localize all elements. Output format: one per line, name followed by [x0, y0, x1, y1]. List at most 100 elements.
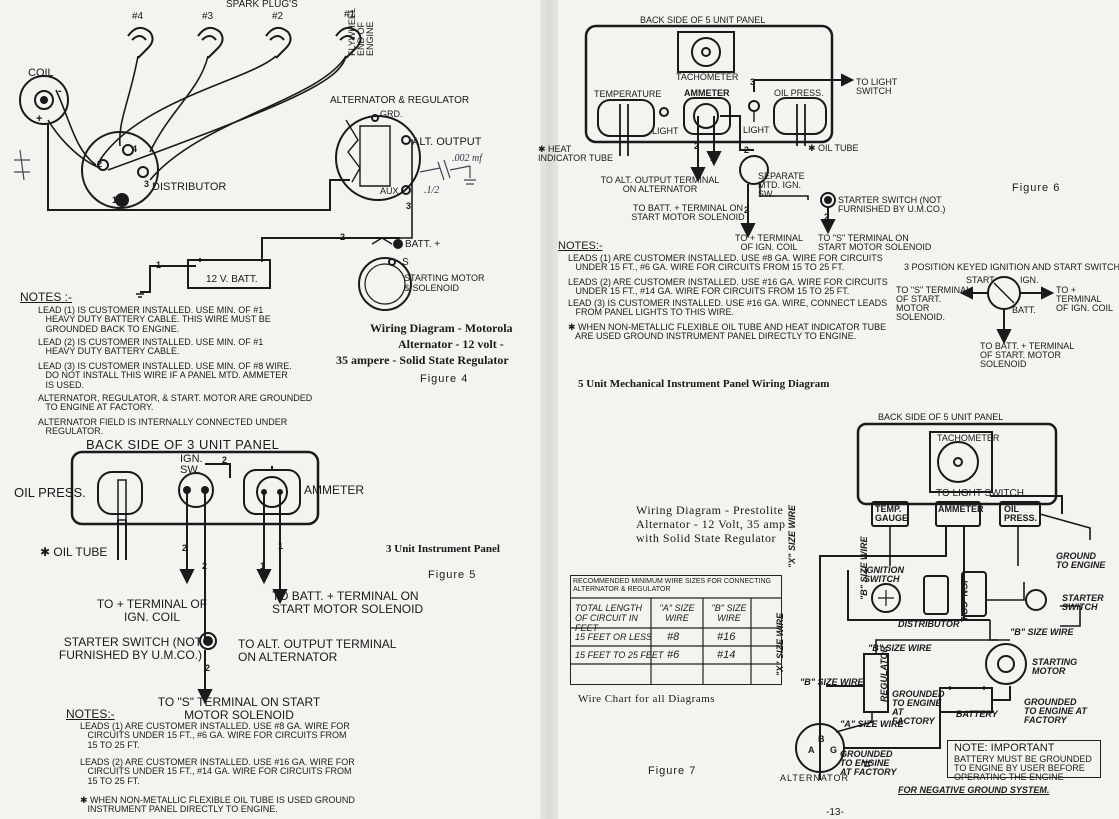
- important-note-box: NOTE: IMPORTANT BATTERY MUST BE GROUNDED…: [947, 740, 1101, 782]
- fig6-lead-2c: 2: [744, 205, 750, 215]
- fig7-to-light-switch: TO LIGHT SWITCH: [936, 488, 1024, 499]
- fig6-notes-heading: NOTES:-: [558, 240, 603, 252]
- fig5-to-batt: TO BATT. + TERMINAL ON START MOTOR SOLEN…: [272, 589, 424, 616]
- wire-table-header-b: "B" SIZE WIRE: [711, 603, 747, 623]
- wire-table-row1-b: #16: [717, 631, 736, 643]
- lead-mark-2: 2: [340, 232, 346, 242]
- wire-table-grid: [571, 597, 781, 684]
- important-text: BATTERY MUST BE GROUNDED TO ENGINE BY US…: [954, 754, 1092, 782]
- grd-label: GRD.: [380, 109, 403, 119]
- s-terminal-label: S: [402, 257, 409, 268]
- fig5-lead-2a: 2: [182, 543, 188, 553]
- plug-4-label: #4: [132, 11, 144, 22]
- battery-label: 12 V. BATT.: [206, 274, 258, 285]
- spark-plugs-label: SPARK PLUG'S: [226, 0, 298, 10]
- fig7-b-size-wire-3: "B" SIZE WIRE: [800, 677, 864, 687]
- fig6-starter-switch: STARTER SWITCH (NOT FURNISHED BY U.M.CO.…: [838, 195, 946, 214]
- flywheel-label: FLYWHEEL END OF ENGINE: [347, 8, 375, 56]
- fig5-lead-1b: 1: [278, 541, 284, 551]
- fig6-ammeter: AMMETER: [684, 88, 730, 98]
- fig7-caption-1: Wiring Diagram - Prestolite: [636, 503, 784, 517]
- fig7-ignition-switch: IGNITION SWITCH: [864, 565, 904, 584]
- key-switch-to-batt: TO BATT. + TERMINAL OF START. MOTOR SOLE…: [980, 341, 1074, 369]
- lead-mark-1: 1: [156, 260, 162, 270]
- fig5-ammeter: AMMETER: [304, 483, 364, 497]
- fig7-grounded-2: GROUNDED TO ENGINE AT FACTORY: [1024, 697, 1087, 725]
- spark-plug-3: [197, 26, 224, 59]
- spark-plug-4: [127, 26, 154, 59]
- fig7-grounded-3: GROUNDED TO ENGINE AT FACTORY: [840, 749, 897, 777]
- key-switch-start: START: [966, 275, 995, 285]
- dist-term-1: 1: [112, 195, 118, 205]
- fig6-lead-2d: 2: [824, 212, 830, 222]
- fig6-caption: 5 Unit Mechanical Instrument Panel Wirin…: [578, 378, 830, 390]
- plug-3-label: #3: [202, 11, 214, 22]
- fig6-to-s: TO "S" TERMINAL ON START MOTOR SOLENOID: [818, 233, 932, 252]
- fig5-lead-1a: 1: [260, 561, 266, 571]
- wire-table-row2-length: 15 FEET TO 25 FEET: [575, 650, 664, 660]
- alt-reg-label: ALTERNATOR & REGULATOR: [330, 95, 470, 106]
- fig6-oil-press: OIL PRESS.: [774, 88, 824, 98]
- fig7-alternator: ALTERNATOR: [780, 773, 850, 783]
- key-switch-title: 3 POSITION KEYED IGNITION AND START SWIT…: [904, 262, 1119, 272]
- fig4-note-2: LEAD (2) IS CUSTOMER INSTALLED. USE MIN.…: [38, 337, 264, 357]
- fig6-heat-tube: ✱ HEAT INDICATOR TUBE: [538, 144, 614, 163]
- fig5-ign-sw: IGN. SW.: [180, 453, 203, 476]
- fig6-note-2: LEADS (2) ARE CUSTOMER INSTALLED. USE #1…: [568, 277, 888, 297]
- coil-label: COIL: [28, 67, 54, 79]
- distributor-label: DISTRIBUTOR: [152, 181, 227, 193]
- fig6-light-2: LIGHT: [743, 125, 770, 135]
- wire-table-header-length: TOTAL LENGTH OF CIRCUIT IN FEET: [575, 603, 643, 633]
- handwritten-capacitor: .002 mf: [452, 153, 482, 164]
- fig7-tachometer: TACHOMETER: [937, 433, 1000, 443]
- fig5-lead-2b: 2: [202, 561, 208, 571]
- starting-motor-label: STARTING MOTOR & SOLENOID: [404, 273, 485, 293]
- fig4-caption-1: Wiring Diagram - Motorola: [370, 321, 513, 335]
- fig6-temperature: TEMPERATURE: [594, 89, 662, 99]
- fig6-separate-sw: SEPARATE MTD. IGN. SW.: [758, 171, 805, 199]
- fig5-note-1: LEADS (1) ARE CUSTOMER INSTALLED. USE #8…: [80, 721, 350, 750]
- fig6-light-1: LIGHT: [652, 126, 679, 136]
- fig6-lead-2a: 2: [694, 141, 700, 151]
- fig6-to-batt: TO BATT. + TERMINAL ON START MOTOR SOLEN…: [631, 203, 745, 222]
- fig5-to-alt: TO ALT. OUTPUT TERMINAL ON ALTERNATOR: [238, 637, 397, 664]
- lead-mark-3: 3: [406, 201, 412, 211]
- fig5-oil-press: OIL PRESS.: [14, 485, 86, 500]
- plug-1-label: #1: [344, 9, 356, 20]
- plug-2-label: #2: [272, 11, 284, 22]
- wire-table-row2-b: #14: [717, 649, 736, 661]
- wire-table-title: RECOMMENDED MINIMUM WIRE SIZES FOR CONNE…: [573, 578, 771, 593]
- dist-term-3: 3: [144, 179, 150, 189]
- fig4-note-3: LEAD (3) IS CUSTOMER INSTALLED. USE MIN.…: [38, 361, 292, 390]
- coil-minus: -: [58, 85, 62, 97]
- fig4-caption-3: 35 ampere - Solid State Regulator: [336, 353, 509, 367]
- fig7-x-size-wire-1: "X" SIZE WIRE: [787, 504, 797, 568]
- batt-plus-label: BATT. +: [405, 239, 441, 250]
- fig6-to-light-switch: TO LIGHT SWITCH: [856, 77, 898, 96]
- fig6-lead-3: 3: [750, 77, 756, 87]
- figure-5-label: Figure 5: [428, 569, 477, 581]
- fig5-to-ign-coil: TO + TERMINAL OF IGN. COIL: [96, 597, 208, 624]
- fig7-panel-title: BACK SIDE OF 5 UNIT PANEL: [878, 412, 1004, 422]
- fig4-caption-2: Alternator - 12 volt -: [398, 337, 504, 351]
- fig7-starter-switch: STARTER SWITCH: [1062, 593, 1104, 612]
- page-gutter: [540, 0, 558, 819]
- fig5-note-3: ✱ WHEN NON-METALLIC FLEXIBLE OIL TUBE IS…: [80, 795, 355, 815]
- fig7-caption-3: with Solid State Regulator: [636, 531, 776, 545]
- wire-table-header-a: "A" SIZE WIRE: [659, 603, 695, 623]
- fig7-caption-2: Alternator - 12 Volt, 35 amp: [636, 517, 786, 531]
- important-title: NOTE: IMPORTANT: [954, 742, 1055, 754]
- dist-term-2: 2: [97, 159, 103, 169]
- figure-6-label: Figure 6: [1012, 182, 1061, 194]
- fig7-battery: BATTERY: [956, 709, 998, 719]
- coil-plus: +: [36, 113, 43, 125]
- fig5-starter-switch: STARTER SWITCH (NOT FURNISHED BY U.M.CO.…: [58, 635, 202, 662]
- fig6-tachometer: TACHOMETER: [676, 72, 739, 82]
- key-switch-ign: IGN.: [1020, 275, 1039, 285]
- wire-table-row1-length: 15 FEET OR LESS: [575, 632, 653, 642]
- fig7-b-size-wire-vert: "B" SIZE WIRE: [859, 536, 869, 600]
- fig7-grounded-1: GROUNDED TO ENGINE AT FACTORY: [892, 689, 945, 726]
- key-switch-to-coil: TO + TERMINAL OF IGN. COIL: [1056, 285, 1114, 313]
